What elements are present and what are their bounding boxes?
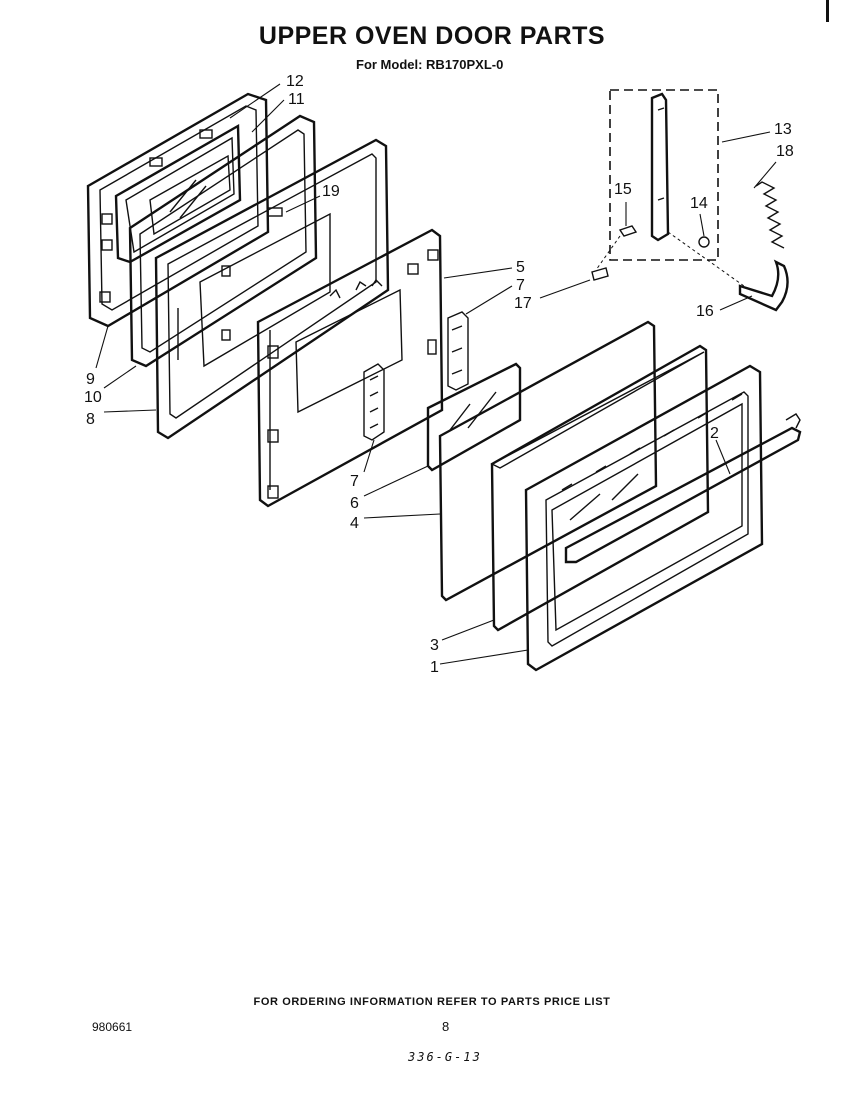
hinge-pin (591, 267, 609, 281)
door-gasket (128, 114, 318, 368)
callout-8: 8 (86, 411, 95, 428)
door-bracket-left (363, 363, 385, 441)
callout-4: 4 (350, 515, 359, 532)
callout-5: 5 (516, 259, 525, 276)
scan-edge-mark (826, 0, 829, 22)
leader-lines (95, 83, 777, 665)
document-number: 980661 (92, 1020, 133, 1034)
page-number: 8 (442, 1019, 450, 1034)
door-bracket-right (447, 311, 469, 391)
callout-11: 11 (288, 91, 305, 108)
callout-18: 18 (776, 143, 794, 160)
hinge-arm (738, 259, 789, 312)
callout-19: 19 (322, 183, 340, 200)
callout-15: 15 (614, 181, 632, 198)
callout-1: 1 (430, 659, 439, 676)
callout-13: 13 (774, 121, 792, 138)
door-handle (564, 413, 802, 564)
door-liner-assembly (86, 92, 270, 328)
callout-3: 3 (430, 637, 439, 654)
handwritten-code: 336-G-13 (408, 1050, 482, 1064)
outer-window-glass (490, 344, 710, 632)
callout-14: 14 (690, 195, 708, 212)
callout-7-left: 7 (350, 473, 359, 490)
callout-2: 2 (710, 425, 719, 442)
door-inner-panel (256, 228, 444, 508)
page-title: UPPER OVEN DOOR PARTS (258, 22, 606, 50)
outer-door-frame (524, 364, 764, 672)
door-insulation-panel (438, 320, 658, 602)
hinge-assembly-box (595, 89, 745, 287)
ordering-note: FOR ORDERING INFORMATION REFER TO PARTS … (253, 996, 611, 1008)
callout-7-right: 7 (516, 277, 525, 294)
callout-6: 6 (350, 495, 359, 512)
callout-9: 9 (86, 371, 95, 388)
hinge-spring (755, 181, 785, 249)
callout-labels: 12 11 19 5 7 17 13 18 15 14 16 9 10 8 7 … (84, 73, 794, 676)
callout-17: 17 (514, 295, 532, 312)
model-subtitle: For Model: RB170PXL-0 (356, 57, 504, 72)
callout-10: 10 (84, 389, 102, 406)
callout-12: 12 (286, 73, 304, 90)
callout-16: 16 (696, 303, 714, 320)
inner-door-frame (154, 138, 390, 440)
